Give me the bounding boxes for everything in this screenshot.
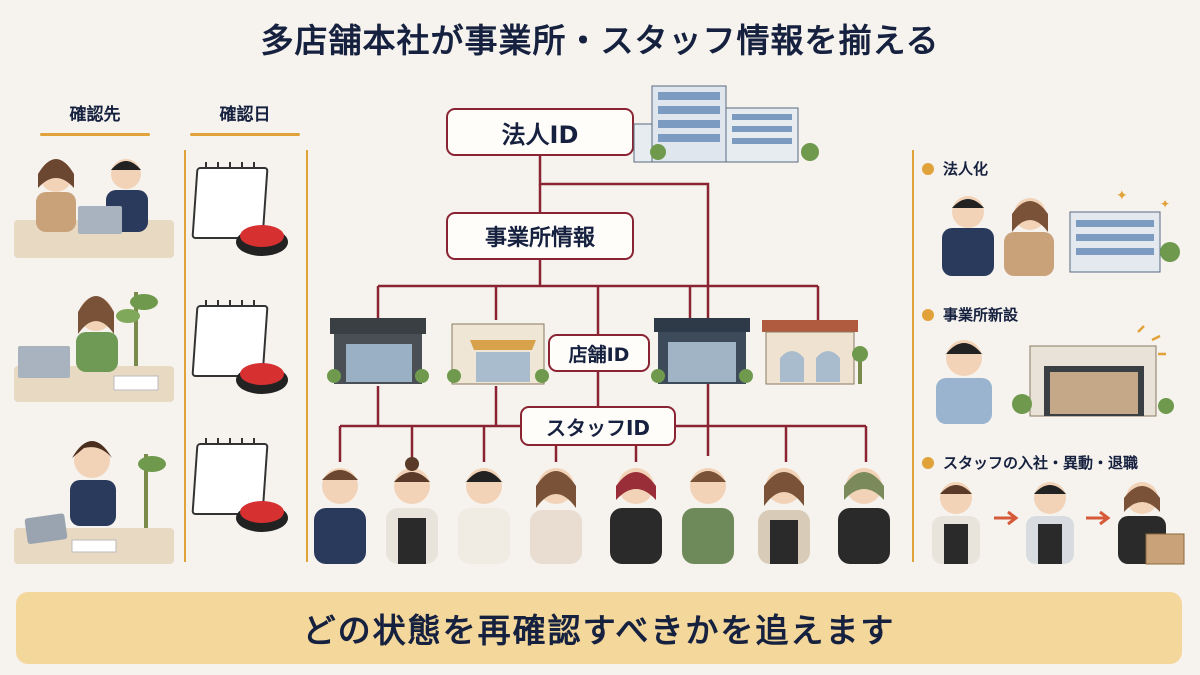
staff-members-illustration — [314, 457, 890, 564]
calendar-seal-icon — [191, 162, 288, 256]
right-item-staff-changes: スタッフの入社・異動・退職 — [922, 452, 1138, 473]
incorporation-illustration: ✦ ✦ — [942, 188, 1180, 276]
date-label: 確認日 — [219, 105, 271, 125]
middle-divider — [306, 150, 308, 562]
headquarters-building-icon — [633, 85, 819, 163]
office-info-node: 事業所情報 — [446, 212, 634, 260]
summary-banner: どの状態を再確認すべきかを追えます — [16, 592, 1182, 664]
contact-label: 確認先 — [69, 105, 121, 125]
calendar-seal-icon — [191, 438, 288, 532]
page-title: 多店舗本社が事業所・スタッフ情報を揃える — [260, 21, 940, 60]
svg-text:✦: ✦ — [1160, 197, 1170, 211]
right-item-incorporation: 法人化 — [922, 158, 988, 179]
store-brick-icon — [762, 320, 868, 385]
contact-column-header: 確認先 — [40, 100, 150, 136]
store-id-node: 店舗ID — [548, 334, 650, 372]
phone-call-illustration — [14, 292, 174, 402]
new-office-illustration — [936, 325, 1174, 424]
svg-text:✦: ✦ — [1116, 188, 1128, 204]
staff-id-node: スタッフID — [520, 406, 676, 446]
tablet-illustration — [14, 441, 174, 564]
date-column-header: 確認日 — [190, 100, 300, 136]
right-item-new-office: 事業所新設 — [922, 304, 1018, 325]
meeting-illustration — [14, 159, 174, 258]
left-divider — [184, 150, 186, 562]
right-divider — [912, 150, 914, 562]
bullet-icon — [922, 456, 934, 469]
store-cafe-icon — [447, 323, 549, 385]
calendar-seal-icon — [191, 300, 288, 394]
bullet-icon — [922, 308, 934, 321]
staff-changes-illustration — [932, 482, 1185, 565]
summary-banner-text: どの状態を再確認すべきかを追えます — [302, 611, 896, 650]
store-dark-icon — [327, 318, 429, 384]
corporate-id-node: 法人ID — [446, 108, 634, 156]
bullet-icon — [922, 162, 934, 175]
store-navy-icon — [651, 318, 753, 384]
